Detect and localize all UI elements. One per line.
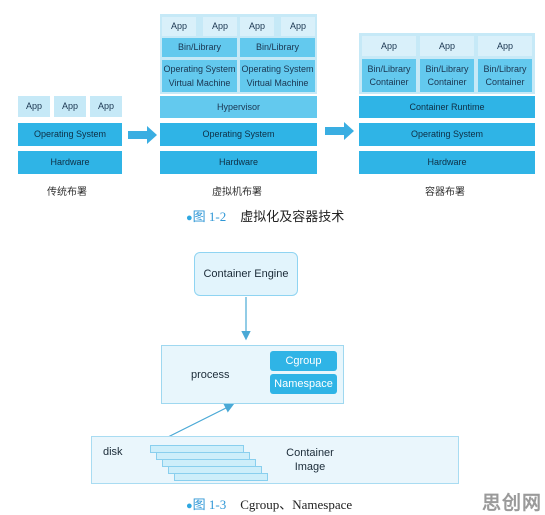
app-label: App bbox=[170, 21, 187, 32]
cgroup-label: Cgroup bbox=[285, 354, 322, 367]
guest-os-label: Operating System bbox=[241, 64, 314, 75]
hardware-box: Hardware bbox=[160, 151, 317, 174]
app-label: App bbox=[380, 40, 397, 51]
app-box: App bbox=[478, 36, 532, 56]
bin-library-label: Bin/Library bbox=[255, 42, 300, 53]
app-box: App bbox=[90, 96, 122, 117]
app-box: App bbox=[281, 17, 315, 36]
container-engine-label: Container Engine bbox=[203, 267, 289, 280]
namespace-label: Namespace bbox=[274, 377, 333, 390]
image-to-process-arrow bbox=[167, 403, 235, 438]
bin-library-box: Bin/Library bbox=[240, 38, 315, 57]
app-label: App bbox=[438, 40, 455, 51]
container-image-label: Container Image bbox=[275, 446, 345, 474]
virtual-machine-label: Virtual Machine bbox=[246, 77, 309, 88]
app-box: App bbox=[240, 17, 274, 36]
right-arrow-icon bbox=[128, 126, 157, 144]
right-arrow-icon bbox=[325, 122, 354, 140]
hardware-box: Hardware bbox=[18, 151, 122, 174]
bin-library-label: Bin/Library bbox=[177, 42, 222, 53]
guest-os-box: Operating System Virtual Machine bbox=[240, 60, 315, 92]
virtual-machine-label: Virtual Machine bbox=[168, 77, 231, 88]
disk-box bbox=[91, 436, 459, 484]
bullet-dot-icon: ● bbox=[186, 500, 193, 512]
figure-title: 虚拟化及容器技术 bbox=[240, 209, 345, 224]
image-layer bbox=[174, 473, 268, 481]
container-runtime-box: Container Runtime bbox=[359, 96, 535, 118]
guest-os-box: Operating System Virtual Machine bbox=[162, 60, 237, 92]
container-engine-box: Container Engine bbox=[194, 252, 298, 296]
bin-library-label: Bin/Library bbox=[425, 63, 469, 74]
caption-virtual: 虚拟机布署 bbox=[212, 187, 262, 198]
operating-system-label: Operating System bbox=[410, 129, 484, 140]
caption-container: 容器布署 bbox=[425, 187, 465, 198]
app-label: App bbox=[211, 21, 228, 32]
caption-traditional: 传统布署 bbox=[47, 187, 87, 198]
namespace-box: Namespace bbox=[270, 374, 337, 394]
container-image-line2: Image bbox=[294, 461, 326, 473]
figure-caption-1-3: ●图 1-3 Cgroup、Namespace bbox=[186, 494, 352, 513]
operating-system-box: Operating System bbox=[18, 123, 122, 146]
hardware-label: Hardware bbox=[427, 157, 467, 168]
app-box: App bbox=[18, 96, 50, 117]
hardware-label: Hardware bbox=[50, 157, 90, 168]
hardware-box: Hardware bbox=[359, 151, 535, 174]
app-box: App bbox=[203, 17, 237, 36]
container-label: Container bbox=[369, 77, 409, 87]
operating-system-box: Operating System bbox=[160, 123, 317, 146]
app-label: App bbox=[97, 101, 114, 112]
app-label: App bbox=[248, 21, 265, 32]
app-box: App bbox=[420, 36, 474, 56]
container-box: Bin/Library Container bbox=[362, 59, 416, 92]
app-box: App bbox=[162, 17, 196, 36]
app-box: App bbox=[362, 36, 416, 56]
cgroup-box: Cgroup bbox=[270, 351, 337, 371]
app-label: App bbox=[61, 101, 78, 112]
container-label: Container bbox=[427, 77, 467, 87]
container-runtime-label: Container Runtime bbox=[409, 101, 485, 112]
container-box: Bin/Library Container bbox=[420, 59, 474, 92]
bullet-dot-icon: ● bbox=[186, 212, 193, 224]
bin-library-label: Bin/Library bbox=[483, 63, 527, 74]
bin-library-box: Bin/Library bbox=[162, 38, 237, 57]
operating-system-label: Operating System bbox=[202, 129, 275, 140]
figure-number: 图 1-2 bbox=[192, 209, 227, 224]
operating-system-box: Operating System bbox=[359, 123, 535, 146]
figure-number: 图 1-3 bbox=[192, 497, 227, 512]
operating-system-label: Operating System bbox=[33, 129, 107, 140]
container-box: Bin/Library Container bbox=[478, 59, 532, 92]
app-label: App bbox=[289, 21, 306, 32]
figure-caption-1-2: ●图 1-2 虚拟化及容器技术 bbox=[186, 206, 344, 225]
figure-title: Cgroup、Namespace bbox=[240, 497, 353, 512]
bin-library-label: Bin/Library bbox=[367, 63, 411, 74]
watermark: 思创网 bbox=[482, 493, 543, 514]
hypervisor-label: Hypervisor bbox=[216, 101, 260, 112]
app-label: App bbox=[496, 40, 513, 51]
hypervisor-box: Hypervisor bbox=[160, 96, 317, 118]
container-image-line1: Container bbox=[286, 447, 334, 459]
disk-label: disk bbox=[103, 446, 123, 458]
app-label: App bbox=[25, 101, 42, 112]
process-label: process bbox=[191, 369, 230, 381]
container-label: Container bbox=[485, 77, 525, 87]
app-box: App bbox=[54, 96, 86, 117]
hardware-label: Hardware bbox=[218, 157, 258, 168]
guest-os-label: Operating System bbox=[163, 64, 236, 75]
